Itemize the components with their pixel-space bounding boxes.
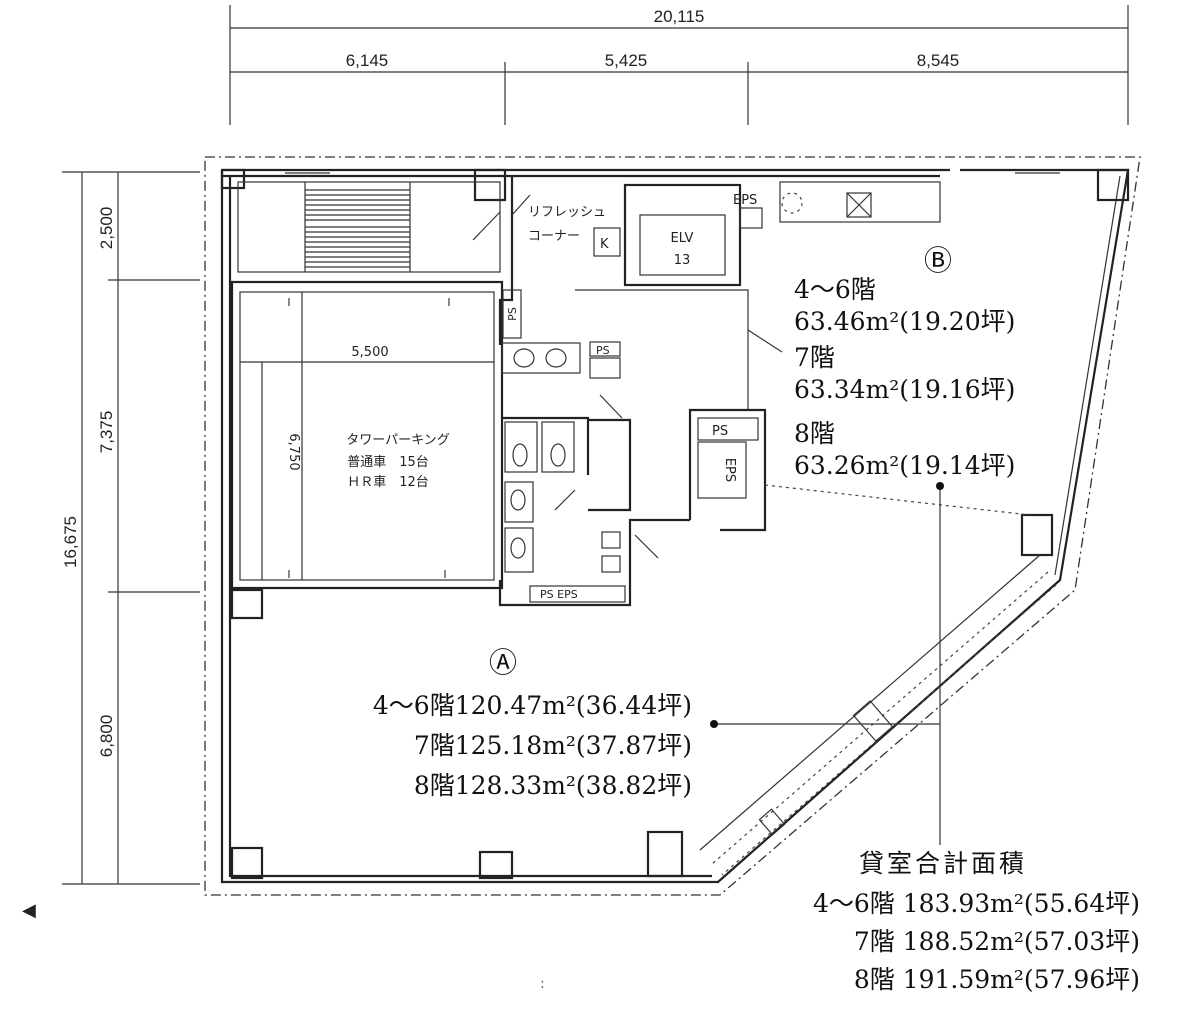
total-area-line-1: 4～6階 183.93m²(55.64坪) <box>813 889 1140 918</box>
ps-eps-label-bottom: PS EPS <box>540 588 578 601</box>
svg-text:I: I <box>443 568 446 581</box>
left-arrow-icon: ◀ <box>22 900 36 921</box>
elevator-label: ELV <box>671 231 694 246</box>
unit-a-line-1: 4～6階120.47m²(36.44坪) <box>373 691 692 720</box>
site-boundary <box>204 156 1141 896</box>
kitchen-label: K <box>600 237 609 252</box>
parking-depth-dimension: 6,750 <box>286 433 301 470</box>
unit-a-line-2: 7階125.18m²(37.87坪) <box>414 731 692 760</box>
total-area-line-3: 8階 191.59m²(57.96坪) <box>854 965 1140 994</box>
staircase <box>237 181 501 273</box>
svg-text:I: I <box>287 296 290 309</box>
top-dimension-3: 8,545 <box>917 51 960 70</box>
ps-label-vertical: PS <box>506 307 519 321</box>
top-dimension-2: 5,425 <box>605 51 648 70</box>
total-area-title: 貸室合計面積 <box>859 849 1027 878</box>
parking-width-dimension: 5,500 <box>351 345 388 360</box>
unit-a-marker: Ⓐ <box>489 646 517 679</box>
refresh-corner-label-2: コーナー <box>528 229 580 244</box>
tower-parking: I I I I 5,500 6,750 タワーパーキング 普通車 15台 ＨＲ車… <box>230 280 504 590</box>
left-dimension-2: 7,375 <box>97 411 116 454</box>
left-dimension-1: 2,500 <box>97 207 116 250</box>
left-dimension-lines: 16,675 2,500 7,375 6,800 <box>61 171 200 885</box>
top-total-dimension: 20,115 <box>654 7 705 26</box>
unit-b-marker: Ⓑ <box>924 244 952 277</box>
eps-label-right: EPS <box>722 458 737 482</box>
refresh-corner-label-1: リフレッシュ <box>528 205 606 220</box>
unit-b-line-5: 8階 <box>794 419 835 448</box>
ps-label-wc: PS <box>596 344 610 357</box>
elevator-number: 13 <box>674 253 691 268</box>
unit-b: Ⓑ 4～6階 63.46m²(19.20坪) 7階 63.34m²(19.16坪… <box>794 244 1015 480</box>
unit-a-line-3: 8階128.33m²(38.82坪) <box>414 771 692 800</box>
ps-label-right: PS <box>712 424 728 439</box>
outer-walls <box>220 168 1130 884</box>
left-dimension-3: 6,800 <box>97 715 116 758</box>
total-area-line-2: 7階 188.52m²(57.03坪) <box>854 927 1140 956</box>
parking-title: タワーパーキング <box>346 433 449 448</box>
unit-b-line-6: 63.26m²(19.14坪) <box>794 451 1015 480</box>
leader-lines <box>710 482 944 845</box>
parking-hr-cars: ＨＲ車 12台 <box>347 475 429 490</box>
unit-a: Ⓐ 4～6階120.47m²(36.44坪) 7階125.18m²(37.87坪… <box>373 646 692 800</box>
unit-b-line-2: 63.46m²(19.20坪) <box>794 307 1015 336</box>
svg-text:I: I <box>287 568 290 581</box>
diagonal-balcony <box>699 484 1057 876</box>
parking-regular-cars: 普通車 15台 <box>347 455 429 470</box>
bottom-mark: : <box>540 976 545 992</box>
top-dimension-lines: 20,115 6,145 5,425 8,545 <box>229 5 1129 125</box>
eps-label-top: EPS <box>733 193 757 208</box>
building-core: リフレッシュ コーナー K PS ELV 13 EPS PS <box>472 176 941 607</box>
unit-b-line-1: 4～6階 <box>794 275 876 304</box>
unit-b-line-4: 63.34m²(19.16坪) <box>794 375 1015 404</box>
total-area: 貸室合計面積 4～6階 183.93m²(55.64坪) 7階 188.52m²… <box>813 849 1140 994</box>
svg-text:I: I <box>447 296 450 309</box>
top-dimension-1: 6,145 <box>346 51 389 70</box>
unit-b-line-3: 7階 <box>794 343 835 372</box>
left-total-dimension: 16,675 <box>61 516 80 568</box>
